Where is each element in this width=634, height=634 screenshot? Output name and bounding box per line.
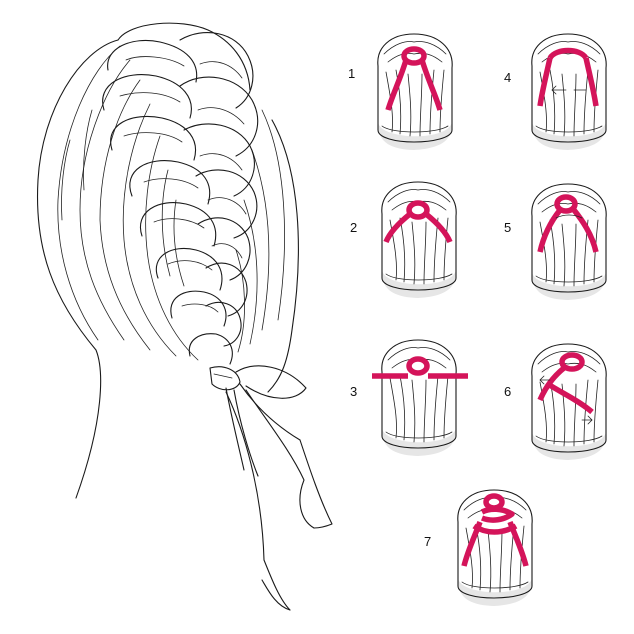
step-3: [372, 339, 468, 457]
ribbon-step-7-icon: [457, 489, 533, 607]
braid: [102, 22, 259, 365]
step-7: [457, 489, 533, 607]
step-1: [377, 33, 453, 151]
step-number-4: 4: [504, 70, 511, 85]
step-number-1: 1: [348, 66, 355, 81]
ribbon-step-6-icon: [531, 343, 607, 461]
ribbon-step-5-icon: [531, 183, 607, 301]
head-outline: [36, 39, 119, 499]
step-number-2: 2: [350, 220, 357, 235]
step-4: [531, 33, 607, 151]
step-2: [381, 181, 457, 299]
ribbon-step-2-icon: [381, 181, 457, 299]
step-number-7: 7: [424, 534, 431, 549]
step-5: [531, 183, 607, 301]
ribbon-step-4-icon: [531, 33, 607, 151]
step-number-6: 6: [504, 384, 511, 399]
hair-strands-left: [57, 45, 199, 361]
step-number-5: 5: [504, 220, 511, 235]
ribbon-step-1-icon: [377, 33, 453, 151]
ribbon-bow: [209, 365, 333, 611]
step-number-3: 3: [350, 384, 357, 399]
hair-strands-right: [235, 109, 285, 353]
braided-head-illustration: [36, 22, 333, 611]
step-6: [531, 343, 607, 461]
ribbon-step-3-icon: [372, 339, 468, 457]
neck-right-outline: [267, 119, 299, 393]
